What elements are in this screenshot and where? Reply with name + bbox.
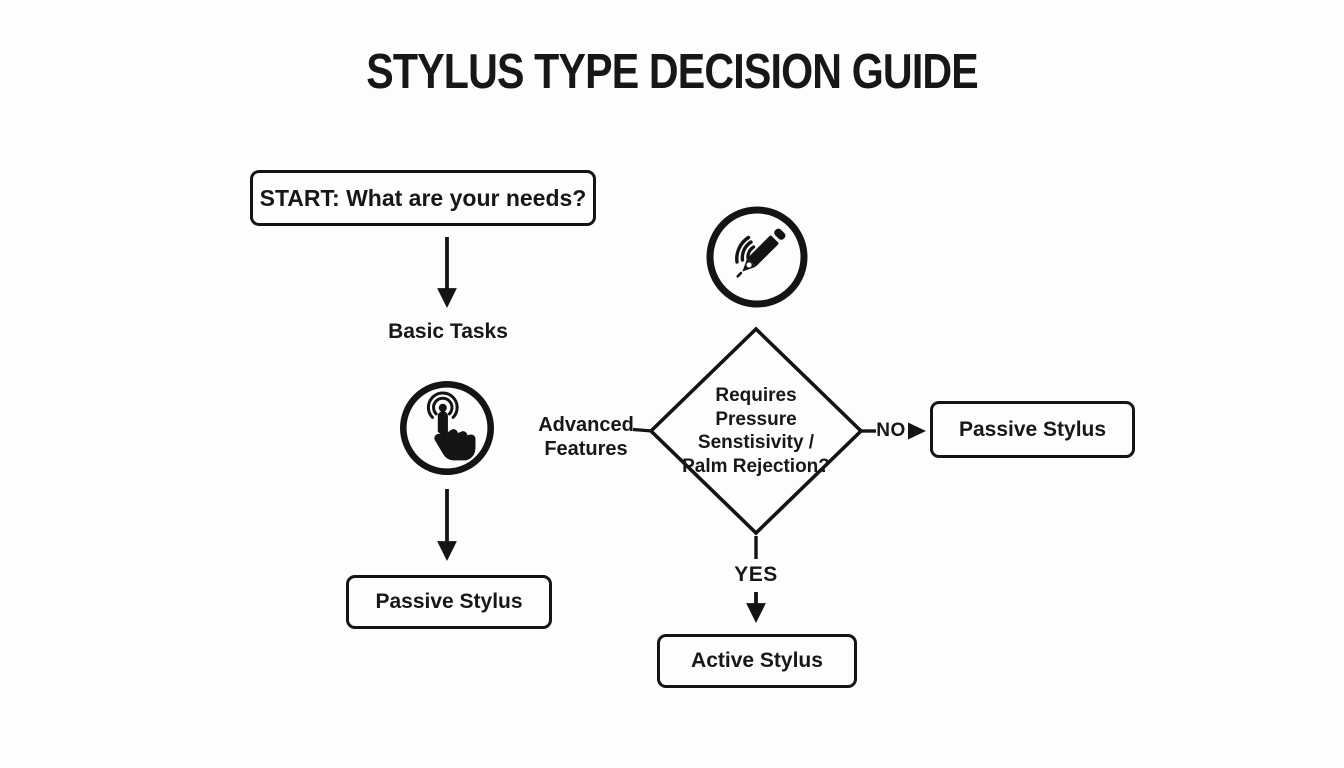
active-stylus-label: Active Stylus xyxy=(691,649,823,672)
signal-waves-icon xyxy=(735,235,756,264)
active-stylus-node: Active Stylus xyxy=(657,634,857,688)
pen-glyph-icon xyxy=(736,228,786,278)
basic-tasks-label: Basic Tasks xyxy=(388,320,508,343)
no-branch-label: NO xyxy=(876,420,906,441)
start-node-label: START: What are your needs? xyxy=(259,184,587,211)
advanced-features-label: Advanced Features xyxy=(538,414,634,460)
passive-stylus-no-label: Passive Stylus xyxy=(958,417,1107,441)
decision-question-label: Requires Pressure Senstisivity / Palm Re… xyxy=(682,385,830,477)
passive-stylus-node-no: Passive Stylus xyxy=(930,401,1135,458)
active-stylus-icon xyxy=(706,206,808,308)
passive-stylus-basic-label: Passive Stylus xyxy=(375,590,523,613)
arrowhead-no-icon xyxy=(908,422,926,440)
touch-tap-icon xyxy=(400,381,495,476)
yes-branch-label: YES xyxy=(734,563,778,586)
decision-diamond-shape xyxy=(648,326,864,536)
passive-stylus-node-basic: Passive Stylus xyxy=(346,575,552,629)
start-node: START: What are your needs? xyxy=(250,170,596,226)
page-title: STYLUS TYPE DECISION GUIDE xyxy=(366,45,979,99)
